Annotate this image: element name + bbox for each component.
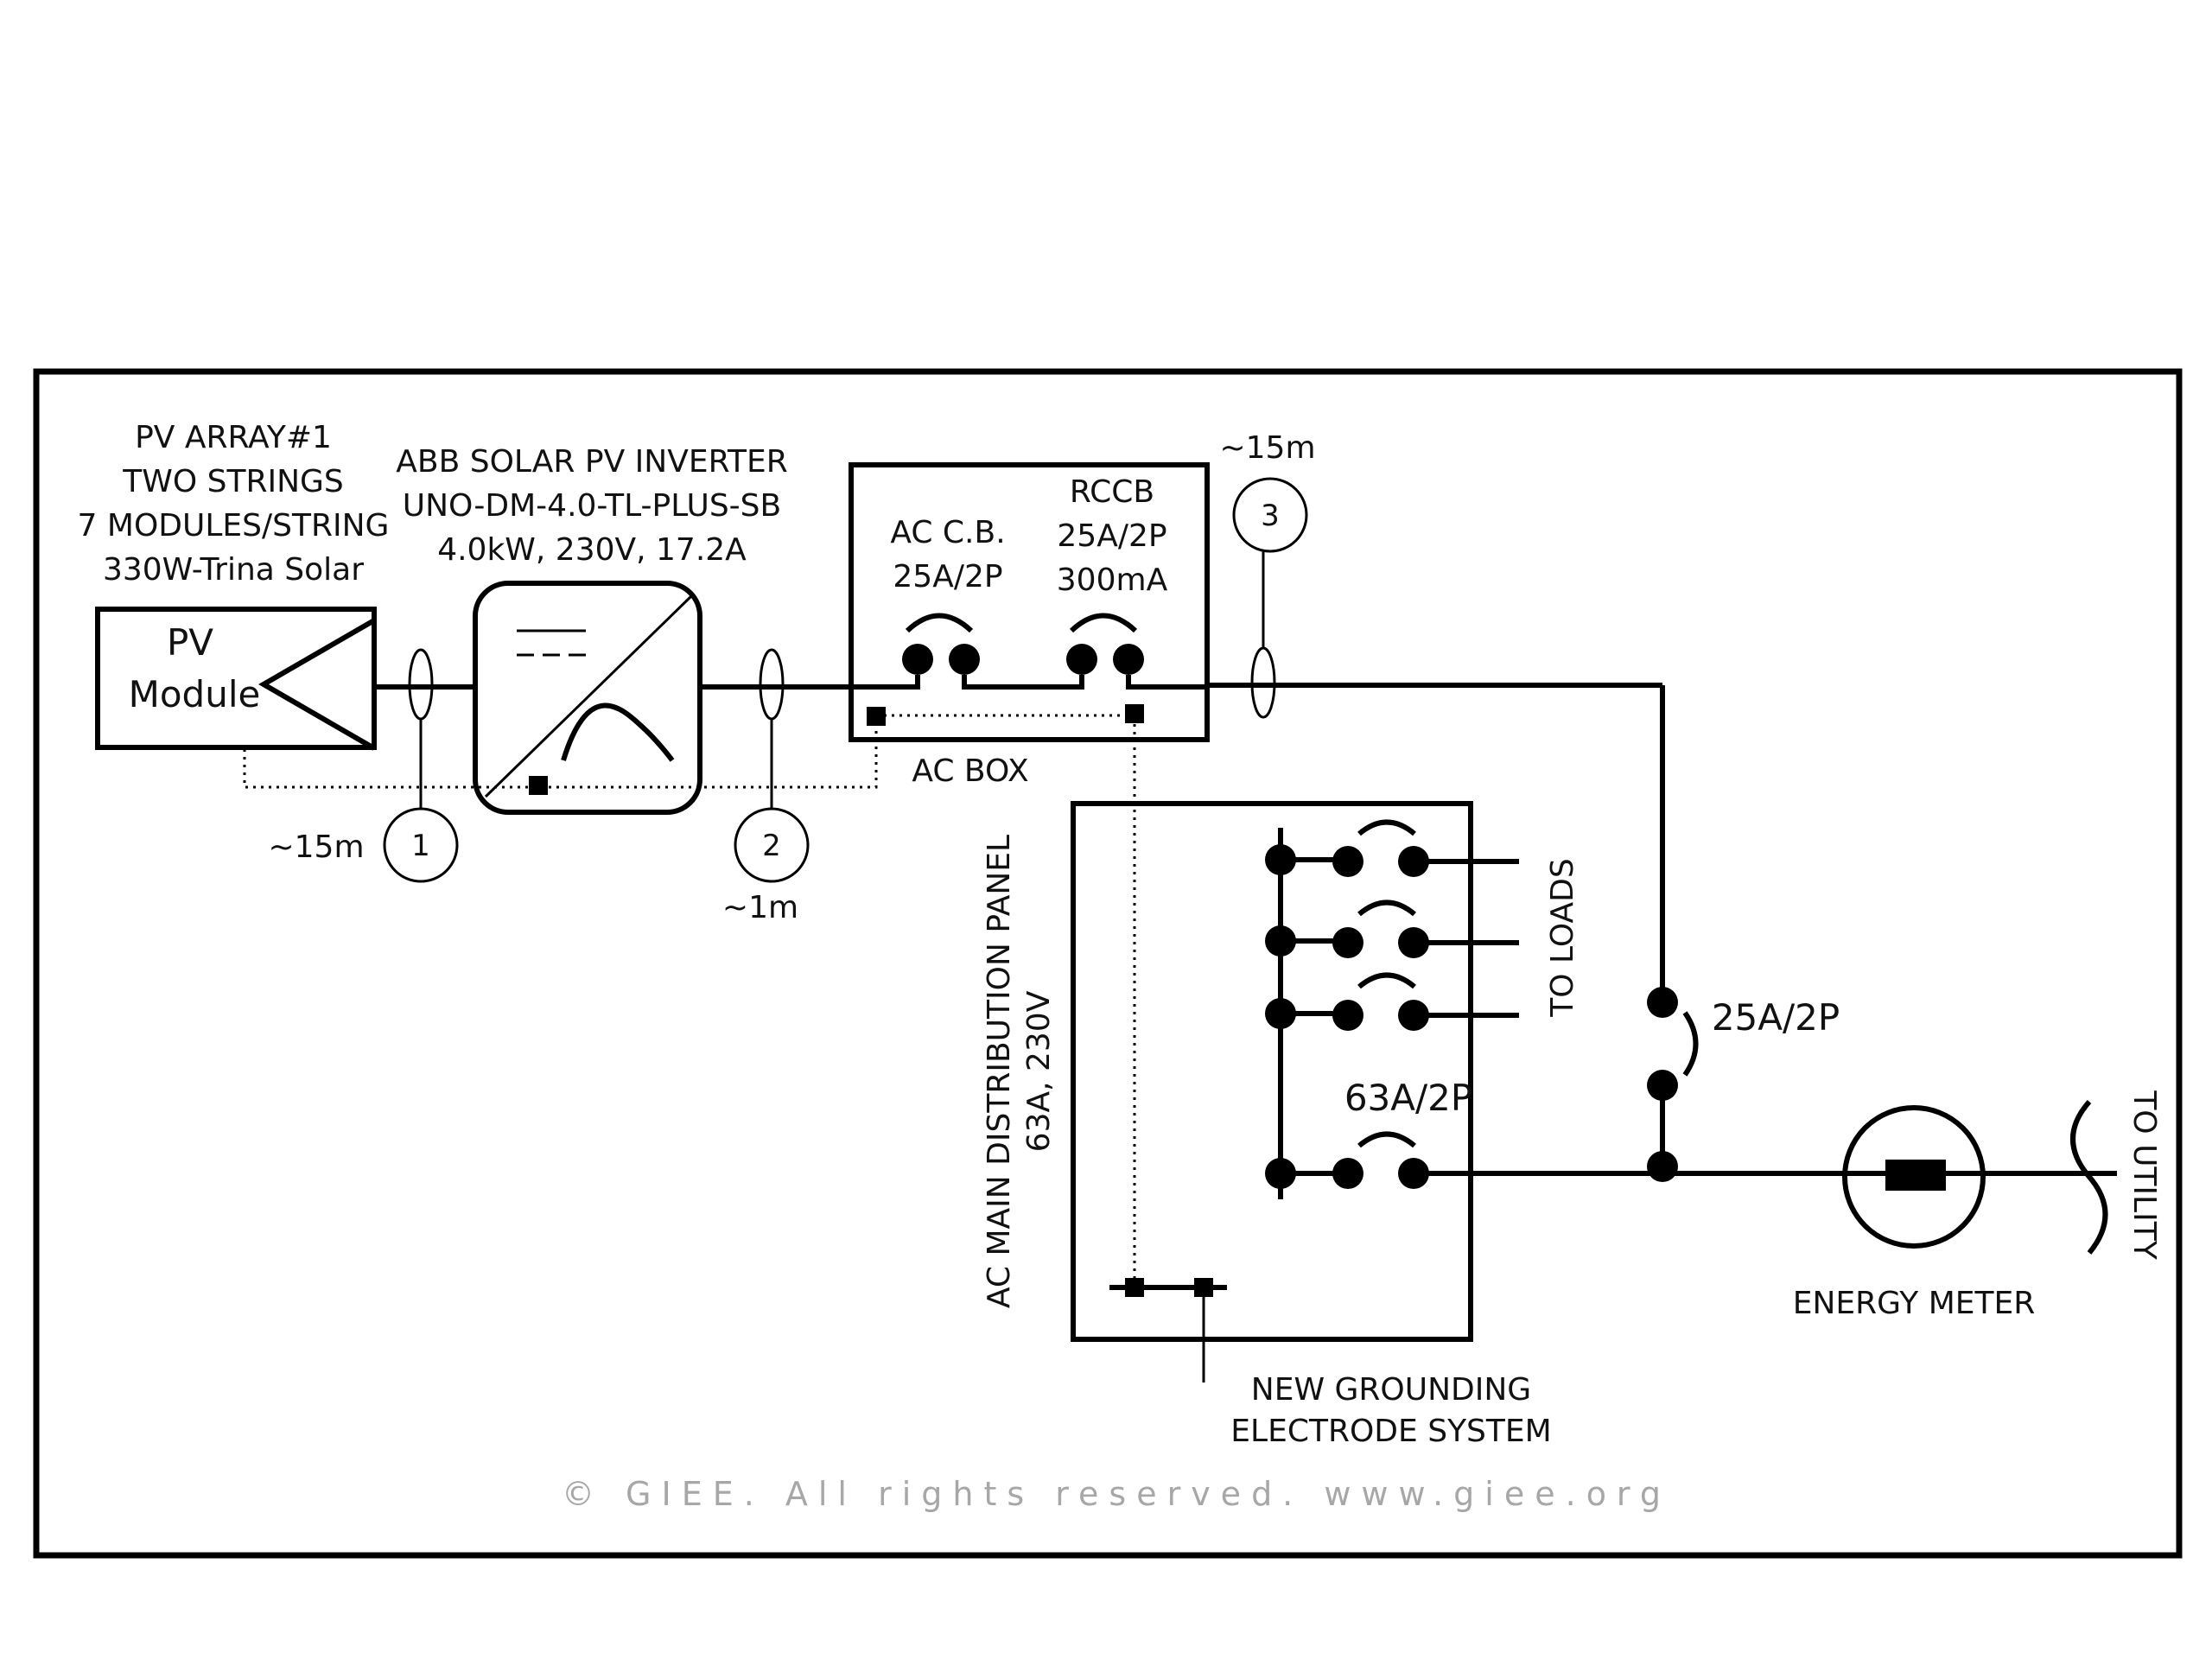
distribution-panel: AC MAIN DISTRIBUTION PANEL 63A, 230V (982, 801, 1580, 1382)
watermark: © GIEE. All rights reserved. www.giee.or… (562, 1475, 1671, 1513)
ac-box: AC C.B. 25A/2P RCCB 25A/2P 300mA AC BOX (849, 462, 1210, 789)
to-utility-label: TO UTILITY (2126, 1090, 2162, 1260)
cable-3-number: 3 (1261, 499, 1280, 533)
cable-1-number: 1 (411, 829, 430, 863)
ac-circuit-breaker-icon (902, 613, 980, 675)
cable-3-length: ~15m (1219, 430, 1315, 466)
grounding-label: NEW GROUNDING ELECTRODE SYSTEM (1230, 1372, 1551, 1449)
inverter-symbol (473, 581, 702, 815)
panel-title-line-1: AC MAIN DISTRIBUTION PANEL (982, 835, 1017, 1308)
main-breaker (1265, 1131, 1429, 1189)
pv-array-line-2: TWO STRINGS (122, 464, 344, 499)
cable-1-length: ~15m (268, 830, 364, 865)
utility-symbol: TO UTILITY (2070, 1090, 2162, 1261)
load-breaker-1 (1265, 819, 1519, 877)
pv-array-line-3: 7 MODULES/STRING (78, 508, 390, 543)
inverter-heading: ABB SOLAR PV INVERTER UNO-DM-4.0-TL-PLUS… (396, 444, 787, 568)
energy-meter: ENERGY METER (1793, 1105, 2036, 1321)
pv-breaker-label: 25A/2P (1712, 996, 1840, 1039)
cable-marker-1: 1 ~15m (268, 648, 459, 883)
pv-array-heading: PV ARRAY#1 TWO STRINGS 7 MODULES/STRING … (78, 420, 390, 588)
main-breaker-label: 63A/2P (1344, 1077, 1472, 1119)
pv-module-label-1: PV (167, 621, 213, 664)
pv-breaker: 25A/2P (1647, 685, 1840, 1182)
rccb-line-2: 25A/2P (1057, 518, 1166, 554)
rccb-line-3: 300mA (1057, 563, 1168, 598)
pv-array-line-1: PV ARRAY#1 (135, 420, 332, 455)
load-breaker-3 (1265, 972, 1519, 1031)
grounding-line-2: ELECTRODE SYSTEM (1230, 1414, 1551, 1449)
cable-2-number: 2 (762, 829, 781, 863)
grounding-line-1: NEW GROUNDING (1251, 1372, 1531, 1408)
ac-cb-line-2: 25A/2P (893, 559, 1002, 594)
cable-marker-2: 2 ~1m (722, 648, 810, 925)
ground-dotted-line-pv (243, 726, 878, 789)
to-loads-label: TO LOADS (1545, 858, 1580, 1017)
cable-marker-3: 3 ~15m (1219, 430, 1316, 719)
diagram-frame (33, 368, 2183, 1559)
utility-wave-icon (2070, 1100, 2108, 1255)
energy-meter-label: ENERGY METER (1793, 1286, 2036, 1321)
rccb-line-1: RCCB (1070, 474, 1154, 510)
load-breaker-2 (1265, 899, 1519, 958)
sine-wave-icon (561, 702, 675, 762)
pv-module: PV Module (95, 607, 377, 751)
inverter-line-2: UNO-DM-4.0-TL-PLUS-SB (403, 488, 781, 524)
inverter-line-3: 4.0kW, 230V, 17.2A (437, 532, 747, 568)
pv-module-label-2: Module (129, 673, 261, 715)
ac-box-label: AC BOX (912, 753, 1028, 789)
rccb-icon (1066, 613, 1144, 675)
ac-cb-line-1: AC C.B. (890, 515, 1005, 550)
cable-2-length: ~1m (722, 890, 798, 925)
pv-array-line-4: 330W-Trina Solar (103, 552, 364, 588)
panel-title-line-2: 63A, 230V (1021, 990, 1057, 1152)
inverter-line-1: ABB SOLAR PV INVERTER (396, 444, 787, 480)
